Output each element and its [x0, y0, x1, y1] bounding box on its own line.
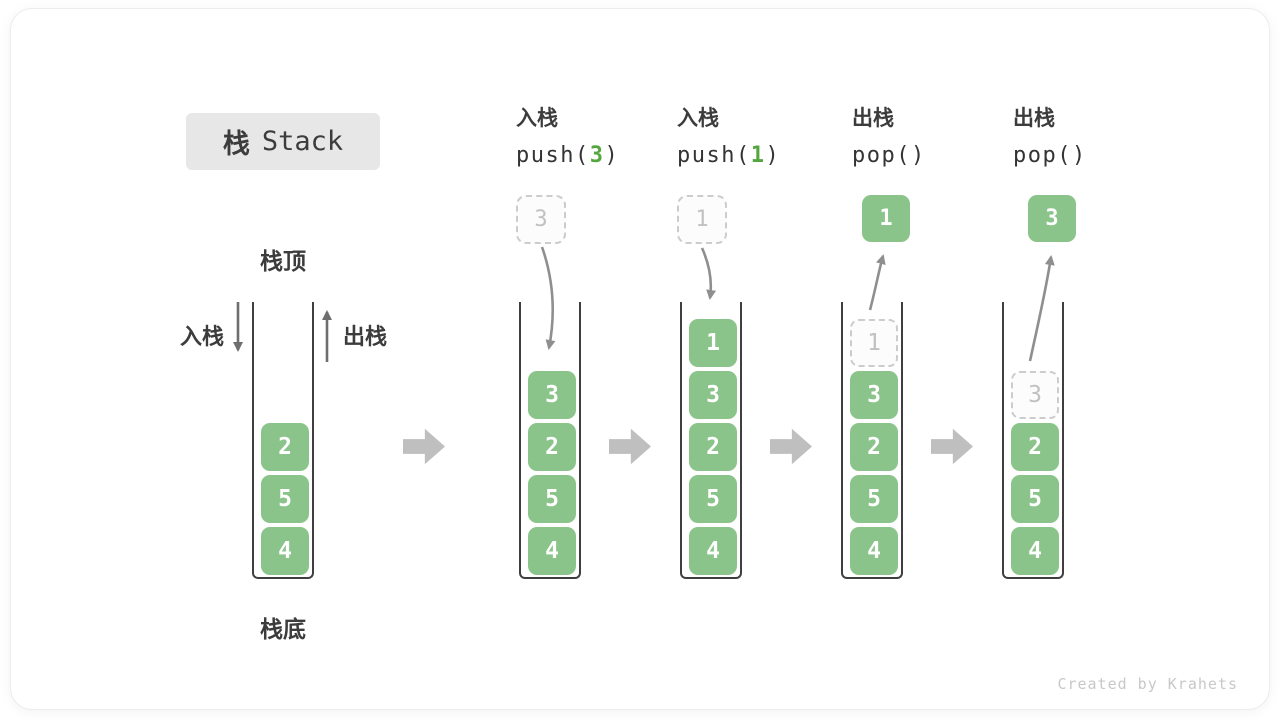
- code-pre: push(: [516, 143, 590, 168]
- stage-3-op-zh: 出栈: [852, 107, 894, 130]
- code-pre: push(: [677, 143, 751, 168]
- stack-cell: 4: [528, 527, 576, 575]
- stage-3-popped-value-box: 1: [862, 195, 910, 242]
- stack-cell: 2: [1011, 423, 1059, 471]
- stack-slot-removed: 3: [1011, 371, 1059, 419]
- code-pre: pop(: [1013, 143, 1072, 168]
- pop-direction-label: 出栈: [343, 324, 388, 349]
- code-arg: 1: [750, 143, 766, 168]
- stack-cell: 4: [261, 527, 309, 575]
- stack-bottom-label: 栈底: [260, 616, 306, 642]
- stage-4-operation-label: 出栈 pop(): [1013, 106, 1183, 171]
- code-post: ): [910, 143, 926, 168]
- stack-cell: 3: [850, 371, 898, 419]
- stack-cell: 2: [261, 423, 309, 471]
- stack-cell: 4: [689, 527, 737, 575]
- stage-1-operation-label: 入栈 push(3): [516, 106, 686, 171]
- stack-cell: 4: [850, 527, 898, 575]
- stage-2-op-zh: 入栈: [677, 107, 719, 130]
- stage-2-pushed-value-box: 1: [677, 195, 727, 244]
- stage-4-op-zh: 出栈: [1013, 107, 1055, 130]
- stage-4-op-code: pop(): [1013, 141, 1183, 171]
- stack-cell: 5: [850, 475, 898, 523]
- stack-cell: 5: [261, 475, 309, 523]
- stage-2-operation-label: 入栈 push(1): [677, 106, 847, 171]
- stage-3-op-code: pop(): [852, 141, 1022, 171]
- code-arg: 3: [589, 143, 605, 168]
- code-pre: pop(: [852, 143, 911, 168]
- stage-4-popped-value-box: 3: [1028, 195, 1076, 242]
- title-zh: 栈: [222, 129, 250, 159]
- stack-cell: 5: [1011, 475, 1059, 523]
- stack-cell: 3: [528, 371, 576, 419]
- stack-top-label: 栈顶: [260, 248, 306, 274]
- title-badge: 栈 Stack: [186, 113, 380, 170]
- stack-cell: 2: [528, 423, 576, 471]
- stage-1-pushed-value-box: 3: [516, 195, 566, 244]
- stack-slot-removed: 1: [850, 319, 898, 367]
- code-post: ): [765, 143, 781, 168]
- stage-3-operation-label: 出栈 pop(): [852, 106, 1022, 171]
- stack-cell: 5: [689, 475, 737, 523]
- stack-cell: 2: [850, 423, 898, 471]
- code-post: ): [1071, 143, 1087, 168]
- stack-cell: 4: [1011, 527, 1059, 575]
- stack-cell: 5: [528, 475, 576, 523]
- title-en: Stack: [261, 126, 344, 157]
- stack-cell: 2: [689, 423, 737, 471]
- stack-cell: 3: [689, 371, 737, 419]
- push-direction-label: 入栈: [179, 324, 224, 349]
- stack-cell: 1: [689, 319, 737, 367]
- code-post: ): [604, 143, 620, 168]
- watermark: Created by Krahets: [1057, 675, 1238, 693]
- stage-1-op-zh: 入栈: [516, 107, 558, 130]
- stage-2-op-code: push(1): [677, 141, 847, 171]
- stage-1-op-code: push(3): [516, 141, 686, 171]
